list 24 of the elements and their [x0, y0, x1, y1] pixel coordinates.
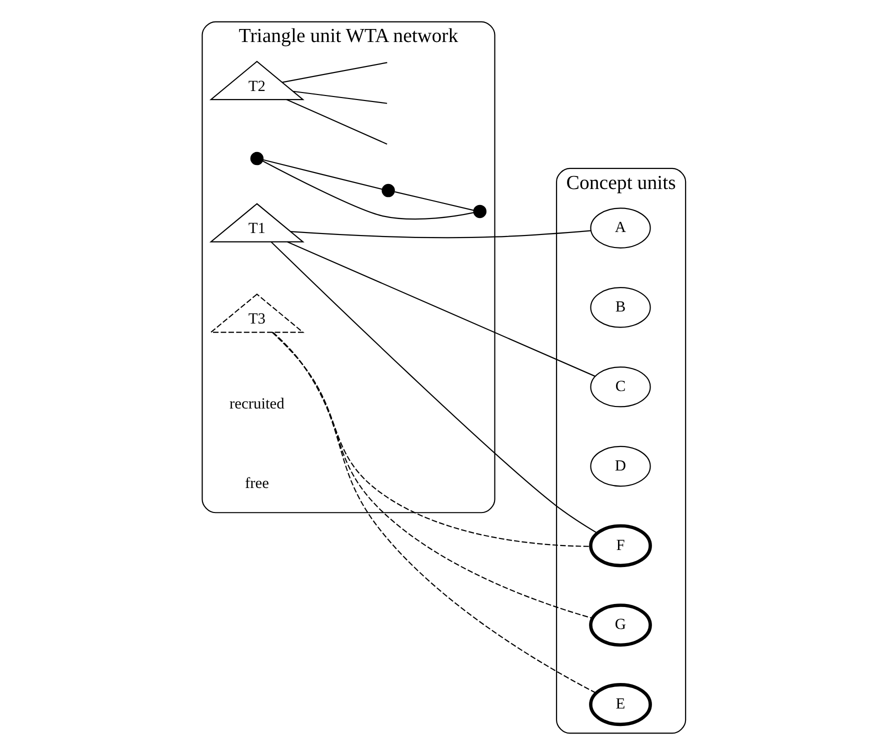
node-ellipse: B — [590, 287, 651, 328]
label: free — [244, 475, 269, 492]
node-ellipse: G — [589, 604, 652, 647]
node-circle — [382, 184, 395, 198]
connector — [287, 241, 596, 377]
node-ellipse: E — [589, 683, 652, 726]
node-ellipse: D — [590, 446, 651, 487]
connector — [293, 90, 388, 104]
node-circle — [250, 152, 264, 166]
connector — [282, 62, 388, 83]
connector — [270, 241, 598, 534]
label: recruited — [230, 396, 284, 413]
connector — [272, 332, 591, 547]
connector — [286, 99, 388, 145]
connector — [272, 332, 593, 619]
connector — [262, 160, 474, 220]
connector — [290, 230, 591, 238]
node-ellipse: F — [589, 524, 652, 568]
node-ellipse: A — [590, 208, 651, 248]
node-ellipse: C — [590, 366, 651, 408]
node-circle — [473, 204, 486, 218]
connector — [394, 191, 474, 211]
connector — [262, 159, 382, 190]
connector — [272, 332, 596, 694]
